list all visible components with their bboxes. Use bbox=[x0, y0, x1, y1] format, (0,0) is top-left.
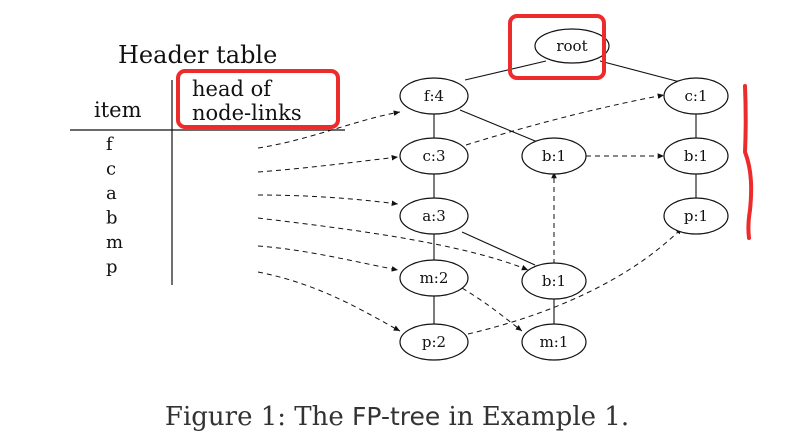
node-m2-label: m:2 bbox=[420, 269, 449, 287]
link-c3-to-c1 bbox=[465, 93, 665, 146]
node-c1-top: c:1 bbox=[663, 77, 729, 115]
node-a3-label: a:3 bbox=[422, 207, 446, 225]
header-table: Header table item head of node-links fca… bbox=[70, 41, 345, 285]
highlight-stroke-right bbox=[743, 84, 754, 240]
node-b1-mid: b:1 bbox=[521, 137, 587, 175]
link-m2-to-m1 bbox=[461, 287, 523, 332]
tree-nodes: root f:4 c:1 c:3 b:1 b:1 a:3 p:1 bbox=[399, 28, 729, 361]
node-p1-right: p:1 bbox=[663, 197, 729, 235]
link-p-to-p2 bbox=[257, 271, 401, 332]
node-b1-right-label: b:1 bbox=[684, 147, 708, 165]
header-table-item: f bbox=[106, 134, 114, 155]
link-c-to-c3 bbox=[257, 154, 399, 173]
highlight-box-root bbox=[508, 14, 606, 80]
node-f4-label: f:4 bbox=[424, 87, 444, 105]
tree-edges bbox=[433, 60, 697, 326]
node-link-arrows bbox=[257, 93, 683, 335]
caption-tree-word: -tree bbox=[381, 402, 440, 431]
node-b1-mid-label: b:1 bbox=[542, 147, 566, 165]
link-a-to-a3 bbox=[257, 194, 399, 206]
link-b-to-b1low bbox=[257, 217, 529, 271]
node-b1-low: b:1 bbox=[521, 262, 587, 300]
node-c3: c:3 bbox=[399, 137, 469, 175]
caption-fp: FP bbox=[352, 402, 381, 431]
edge-root-c1 bbox=[599, 60, 681, 83]
node-m1-label: m:1 bbox=[540, 333, 569, 351]
column-header-links-line1: head of bbox=[192, 77, 273, 101]
highlight-box-node-links bbox=[176, 69, 340, 129]
edge-a3-b1low bbox=[461, 231, 536, 266]
column-header-item: item bbox=[94, 98, 142, 122]
node-a3: a:3 bbox=[399, 197, 469, 235]
header-table-item: m bbox=[106, 232, 123, 253]
header-table-item: b bbox=[106, 208, 118, 229]
node-b1-right: b:1 bbox=[663, 137, 729, 175]
link-p2-to-p1 bbox=[467, 227, 683, 335]
node-root: root bbox=[534, 28, 610, 64]
caption-suffix: in Example 1. bbox=[440, 402, 629, 432]
node-f4: f:4 bbox=[399, 77, 469, 115]
node-p2: p:2 bbox=[399, 323, 469, 361]
header-table-title: Header table bbox=[118, 41, 277, 69]
edge-f4-b1mid bbox=[459, 109, 541, 144]
header-table-item: p bbox=[106, 257, 118, 278]
node-root-label: root bbox=[556, 37, 587, 55]
highlight-annotations bbox=[176, 14, 754, 240]
figure-caption: Figure 1: The FP-tree in Example 1. bbox=[165, 402, 629, 432]
column-header-links-line2: node-links bbox=[192, 101, 302, 125]
link-m-to-m2 bbox=[257, 245, 399, 272]
header-table-item: a bbox=[106, 183, 117, 204]
link-f-to-f4 bbox=[257, 110, 401, 149]
node-c1-top-label: c:1 bbox=[685, 87, 708, 105]
node-b1-low-label: b:1 bbox=[542, 272, 566, 290]
edge-root-f4 bbox=[464, 60, 547, 81]
node-m2: m:2 bbox=[399, 259, 469, 297]
node-p2-label: p:2 bbox=[422, 333, 446, 351]
caption-prefix: Figure 1: The bbox=[165, 402, 352, 432]
node-m1: m:1 bbox=[521, 323, 587, 361]
header-table-item: c bbox=[106, 159, 116, 180]
node-p1-right-label: p:1 bbox=[684, 207, 708, 225]
node-c3-label: c:3 bbox=[423, 147, 446, 165]
